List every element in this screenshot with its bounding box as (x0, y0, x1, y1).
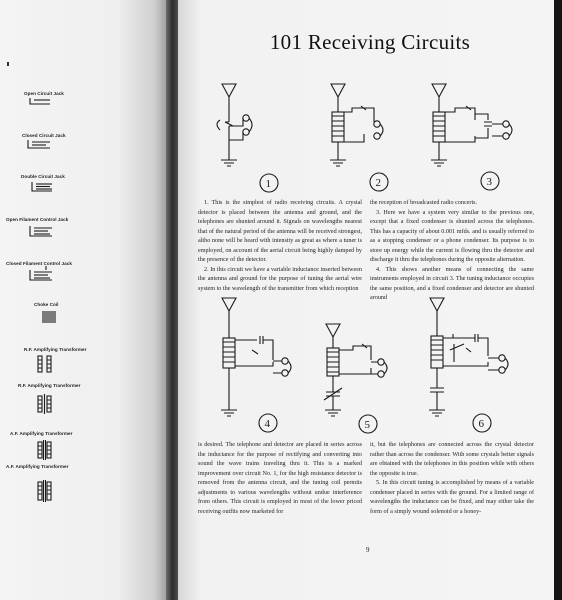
circuit-2-label: 2 (369, 172, 389, 192)
af-transformer-iron-symbol (37, 480, 52, 502)
circuit-3-number: 3 (487, 176, 493, 188)
paragraph: the reception of broadcasted radio conce… (370, 200, 478, 206)
circuit-2-number: 2 (376, 177, 382, 189)
paragraph: 4. This shows another means of connectin… (370, 266, 534, 302)
legend-label-open-filament-control-jack: Open Filament Control Jack (6, 217, 69, 222)
text-column-1-bottom: is desired. The telephone and detector a… (198, 441, 362, 517)
circuit-4-label: 4 (258, 413, 278, 433)
text-column-2-bottom: it, but the telephones are connected acr… (370, 441, 534, 517)
circuit-6-number: 6 (479, 418, 485, 430)
legend-label-closed-circuit-jack: Closed Circuit Jack (22, 133, 66, 138)
circuit-5-diagram (323, 323, 388, 417)
legend-label-double-circuit-jack: Double Circuit Jack (21, 174, 65, 179)
legend-label-choke-coil: Choke Coil (34, 302, 59, 307)
af-transformer-symbol (37, 440, 52, 460)
circuit-5-label: 5 (358, 414, 378, 434)
legend-label-af-transformer-2: A.F. Amplifying Transformer (6, 464, 69, 469)
rf-transformer-symbol (37, 355, 52, 373)
text-column-2-top: the reception of broadcasted radio conce… (370, 199, 534, 304)
circuit-1-number: 1 (266, 178, 272, 190)
circuit-2-diagram (330, 83, 384, 167)
page-number: 9 (366, 546, 370, 554)
paragraph: 1. This is the simplest of radio receivi… (198, 200, 362, 264)
text-column-1-top: 1. This is the simplest of radio receivi… (198, 199, 362, 294)
circuit-5-number: 5 (365, 419, 371, 431)
open-filament-control-jack-symbol (29, 226, 52, 237)
circuit-6-diagram (429, 297, 509, 417)
legend-label-rf-transformer-2: R.F. Amplifying Transformer (18, 383, 81, 388)
paragraph: it, but the telephones are connected acr… (370, 442, 534, 477)
closed-circuit-jack-symbol (27, 140, 50, 149)
page-edge-shadow (554, 0, 562, 600)
right-page (178, 0, 562, 600)
circuit-1-label: 1 (259, 173, 279, 193)
legend-label-open-circuit-jack: Open Circuit Jack (24, 91, 64, 96)
double-circuit-jack-symbol (31, 182, 52, 192)
left-page-legend (0, 0, 168, 600)
paragraph: 3. Here we have a system very similar to… (370, 209, 534, 264)
circuit-4-number: 4 (265, 418, 271, 430)
paragraph: 2. In this circuit we have a variable in… (198, 266, 362, 292)
rf-transformer-iron-symbol (37, 394, 52, 414)
legend-label-af-transformer-1: A.F. Amplifying Transformer (10, 431, 73, 436)
book-gutter (166, 0, 180, 600)
circuit-1-diagram (216, 83, 253, 167)
paragraph: is desired. The telephone and detector a… (198, 442, 362, 515)
closed-filament-control-jack-symbol (29, 266, 52, 281)
page-title: 101 Receiving Circuits (269, 30, 471, 54)
legend-label-closed-filament-control-jack: Closed Filament Control Jack (6, 261, 72, 266)
circuit-3-label: 3 (480, 171, 500, 191)
choke-coil-symbol (42, 311, 56, 323)
circuit-6-label: 6 (472, 413, 492, 433)
legend-label-rf-transformer-1: R.F. Amplifying Transformer (24, 347, 87, 352)
paragraph: 5. In this circuit tuning is accomplishe… (370, 480, 534, 515)
open-circuit-jack-symbol (29, 98, 50, 105)
circuit-4-diagram (221, 297, 292, 417)
circuit-3-diagram (431, 83, 513, 167)
legend-symbols (27, 98, 56, 502)
margin-mark (7, 62, 9, 66)
